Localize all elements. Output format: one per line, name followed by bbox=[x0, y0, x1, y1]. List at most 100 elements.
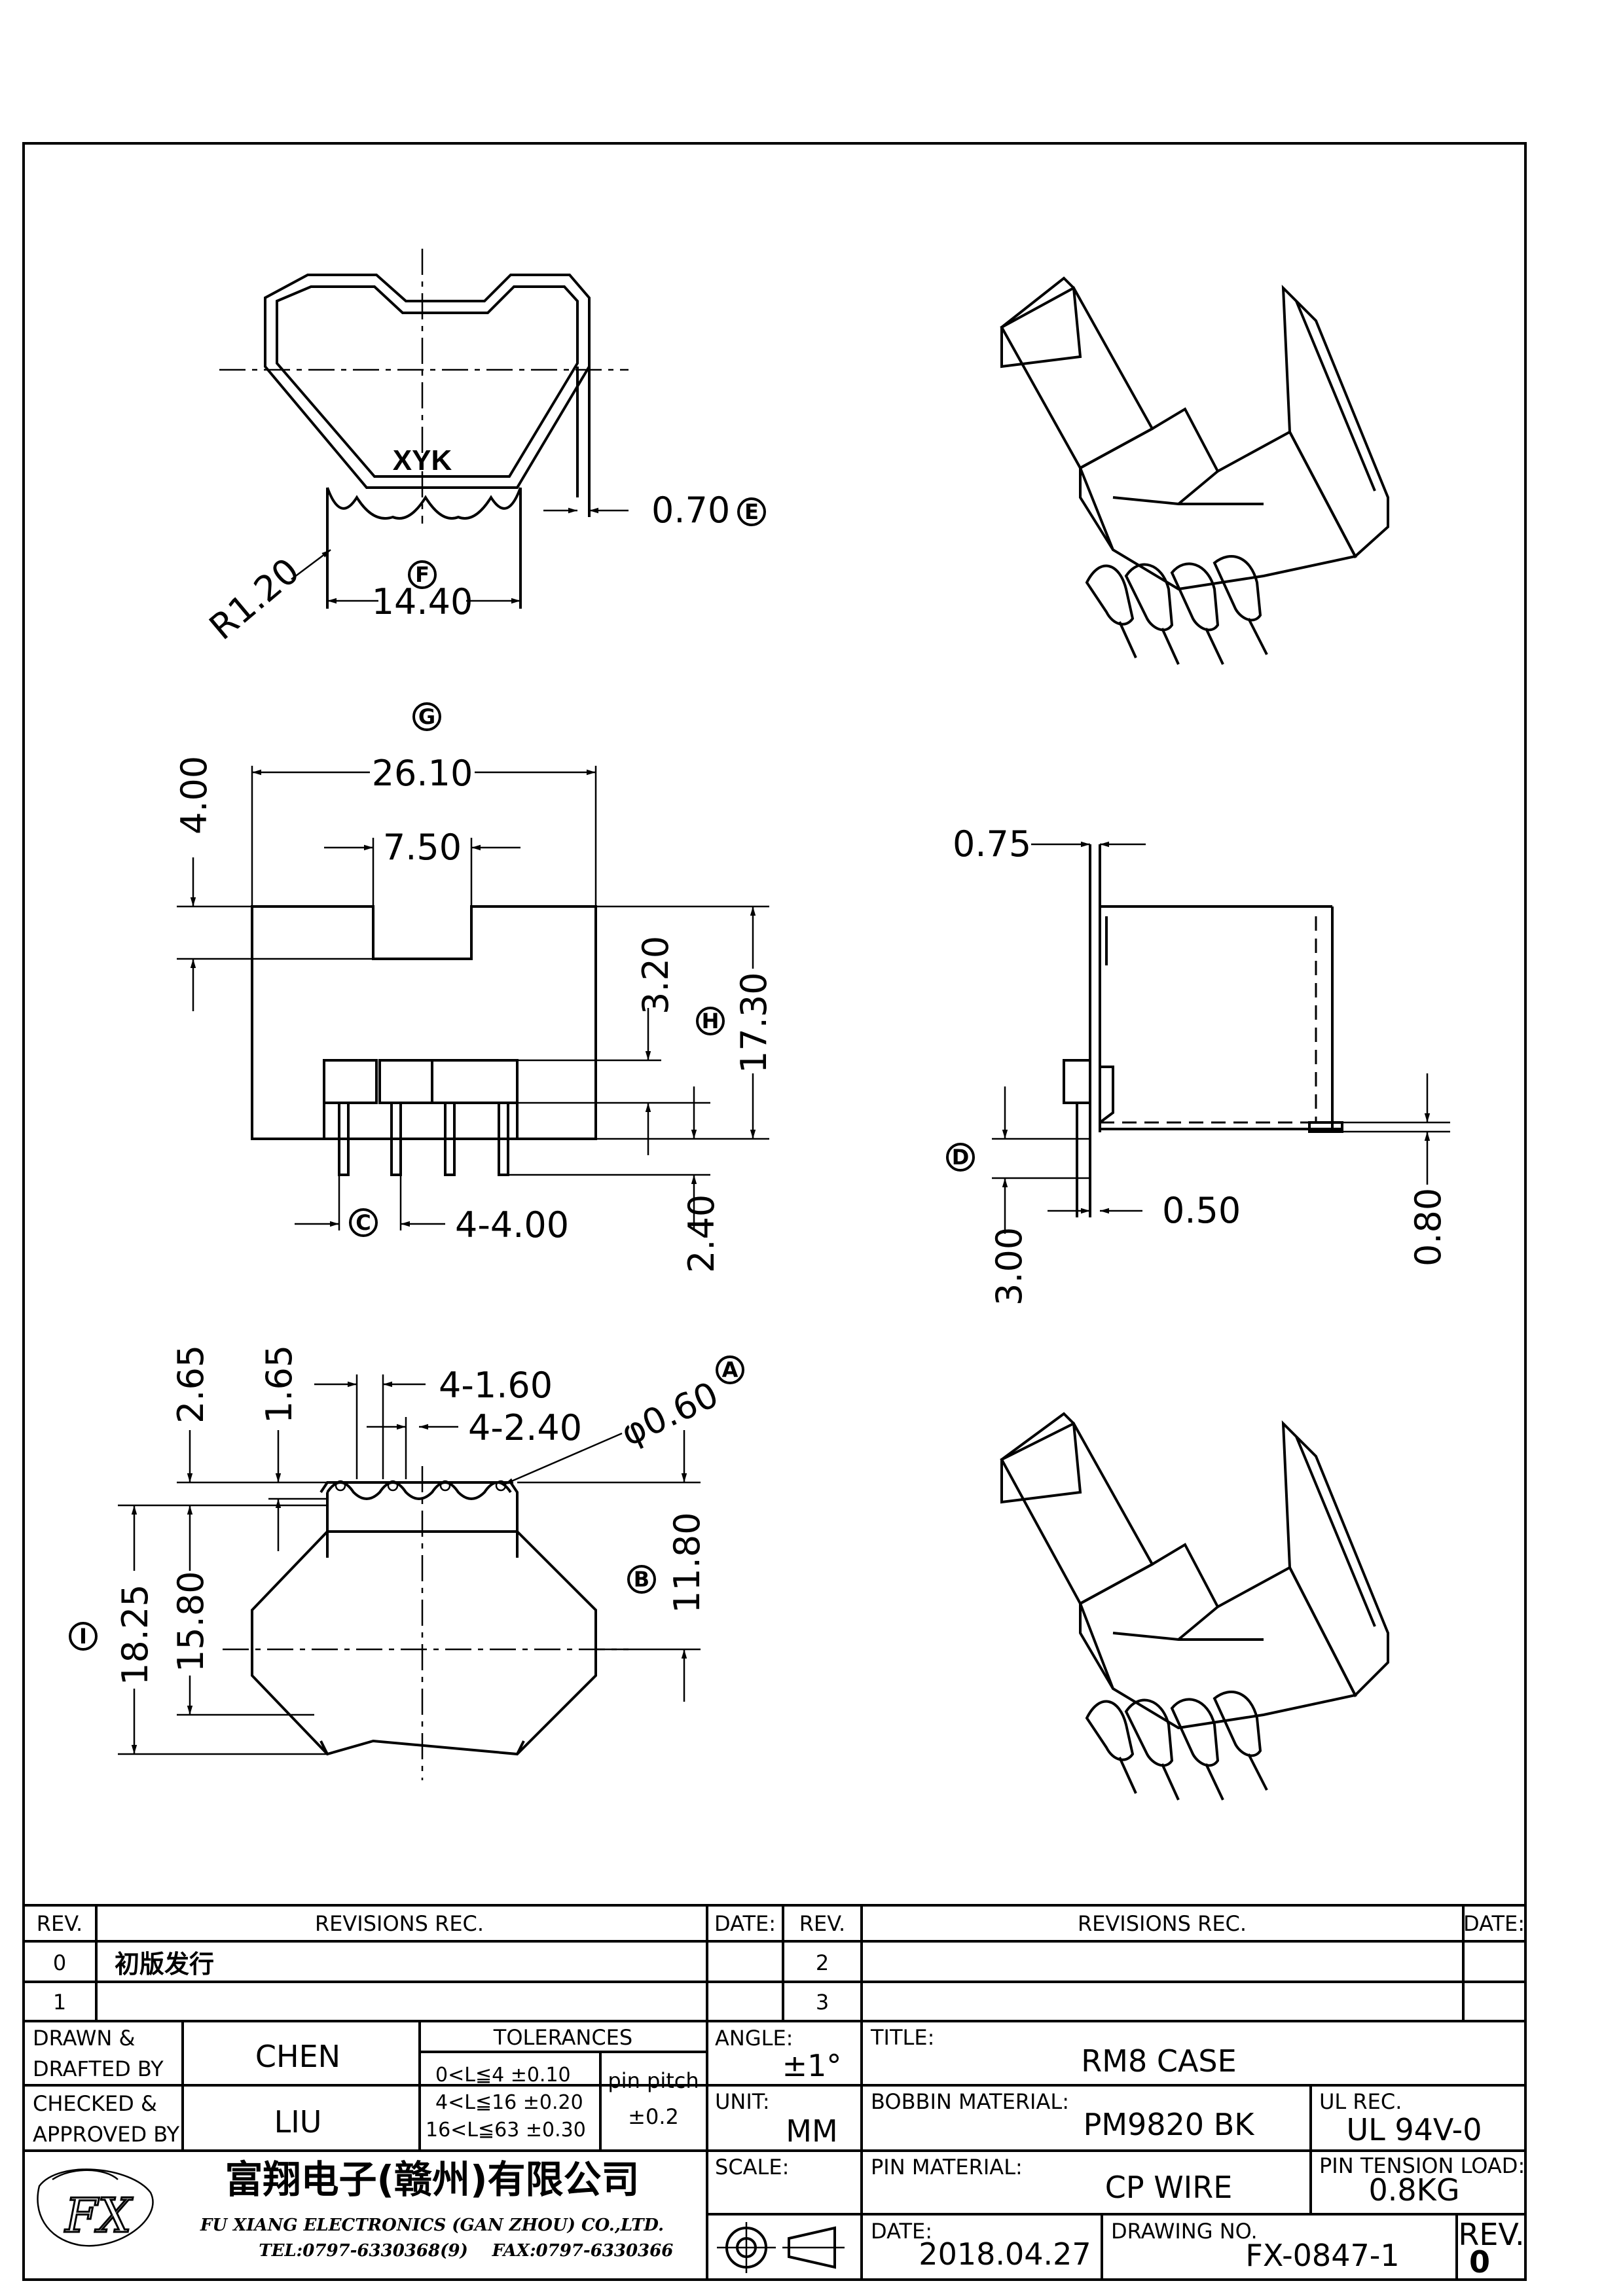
rev-2: 2 bbox=[816, 1950, 829, 1975]
ref-e: E bbox=[744, 499, 759, 524]
dim-thickness: 0.70 bbox=[651, 490, 730, 531]
drawing-no-value: FX-0847-1 bbox=[1245, 2238, 1399, 2273]
projection-symbol-icon bbox=[717, 2222, 845, 2273]
angle-label: ANGLE: bbox=[715, 2026, 793, 2051]
unit-value: MM bbox=[786, 2113, 837, 2149]
ul-label: UL REC. bbox=[1319, 2089, 1402, 2114]
ref-circle-c bbox=[349, 1208, 378, 1237]
pin-pitch-value: ±0.2 bbox=[628, 2104, 679, 2129]
pin-pitch-label: pin pitch bbox=[608, 2068, 699, 2093]
ref-circle-b bbox=[627, 1565, 656, 1594]
company-fax: FAX:0797-6330366 bbox=[492, 2241, 674, 2261]
rev-value: 0 bbox=[1469, 2244, 1490, 2280]
angle-value: ±1° bbox=[782, 2048, 842, 2083]
pin-material-value: CP WIRE bbox=[1105, 2170, 1233, 2205]
company-logo: FX bbox=[37, 2168, 154, 2247]
ref-circle-f bbox=[408, 560, 437, 589]
ref-circle-d bbox=[946, 1143, 975, 1172]
tol-1: 0<L≦4 ±0.10 bbox=[435, 2064, 571, 2087]
checked-value: LIU bbox=[274, 2104, 322, 2140]
tol-3: 16<L≦63 ±0.30 bbox=[426, 2119, 586, 2142]
drawn-label-2: DRAFTED BY bbox=[33, 2056, 164, 2081]
revisions-header: REVISIONS REC. bbox=[315, 1911, 484, 1936]
pin-material-label: PIN MATERIAL: bbox=[871, 2155, 1023, 2179]
date-header-right: DATE: bbox=[1463, 1911, 1525, 1936]
date-label: DATE: bbox=[871, 2219, 932, 2244]
title-value: RM8 CASE bbox=[1081, 2043, 1236, 2079]
dim-hole: φ0.60 bbox=[615, 1374, 725, 1454]
ref-h: H bbox=[702, 1009, 720, 1033]
drawing-no-label: DRAWING NO. bbox=[1111, 2219, 1258, 2244]
bobbin-label: BOBBIN MATERIAL: bbox=[871, 2089, 1069, 2114]
dim-pin-offset: 3.00 bbox=[989, 1227, 1030, 1306]
ref-d: D bbox=[952, 1145, 970, 1170]
svg-text:FX: FX bbox=[64, 2188, 133, 2243]
dim-pin-pitch: 4-4.00 bbox=[455, 1204, 569, 1246]
checked-label-2: APPROVED BY bbox=[33, 2122, 179, 2147]
ref-circle-i bbox=[69, 1622, 98, 1651]
rev-1: 1 bbox=[53, 1990, 66, 2015]
rev-header-right: REV. bbox=[799, 1911, 845, 1936]
rev-3: 3 bbox=[816, 1990, 829, 2015]
title-block: REV. REVISIONS REC. DATE: REV. REVISIONS… bbox=[24, 1904, 1525, 2280]
side-view: 0.75 3.00 D 0.50 0.80 bbox=[946, 823, 1450, 1306]
iso-view-top bbox=[1000, 276, 1389, 665]
pin-tension-value: 0.8KG bbox=[1369, 2172, 1460, 2208]
checked-label-1: CHECKED & bbox=[33, 2091, 157, 2116]
dim-pin-zone: 3.20 bbox=[635, 936, 676, 1014]
dim-1180: 11.80 bbox=[666, 1512, 708, 1613]
rev-0: 0 bbox=[53, 1950, 66, 1975]
ref-a: A bbox=[722, 1357, 739, 1382]
ref-circle-g bbox=[412, 702, 441, 731]
sheet-border bbox=[22, 142, 1527, 2281]
date-value: 2018.04.27 bbox=[919, 2236, 1091, 2272]
dim-overall-width: 26.10 bbox=[372, 753, 473, 794]
ref-circle-h bbox=[696, 1007, 725, 1035]
ref-f: F bbox=[415, 562, 429, 587]
dim-slot-width: 7.50 bbox=[383, 827, 462, 868]
front-view: 26.10 G 7.50 4.00 17.30 H 3.20 2.40 bbox=[173, 702, 775, 1273]
ref-circle-a bbox=[716, 1355, 744, 1384]
dim-foot: 0.80 bbox=[1408, 1188, 1449, 1266]
rev-0-text: 初版发行 bbox=[115, 1950, 214, 1979]
dim-wire: 0.50 bbox=[1162, 1190, 1241, 1231]
dim-265: 2.65 bbox=[170, 1345, 211, 1424]
ul-value: UL 94V-0 bbox=[1346, 2112, 1482, 2147]
date-header-left: DATE: bbox=[714, 1911, 776, 1936]
revisions-header-right: REVISIONS REC. bbox=[1078, 1911, 1247, 1936]
ref-c: C bbox=[356, 1210, 371, 1235]
top-view: XYK 14.40 0.70 E F R1.20 bbox=[202, 249, 766, 648]
drawn-label-1: DRAWN & bbox=[33, 2026, 135, 2051]
dim-wall: 0.75 bbox=[953, 823, 1031, 865]
dim-1825: 18.25 bbox=[115, 1584, 156, 1685]
ref-i: I bbox=[79, 1624, 87, 1649]
dim-slot-b: 4-2.40 bbox=[468, 1407, 582, 1448]
dim-radius: R1.20 bbox=[202, 550, 307, 648]
unit-label: UNIT: bbox=[715, 2089, 770, 2114]
iso-view-bottom bbox=[1000, 1412, 1389, 1801]
dim-slot-a: 4-1.60 bbox=[439, 1365, 553, 1406]
dim-pin-length: 2.40 bbox=[681, 1194, 722, 1273]
bottom-view: 2.65 1.65 4-1.60 4-2.40 φ0.60 A 11.80 B bbox=[69, 1345, 744, 1780]
company-en: FU XIANG ELECTRONICS (GAN ZHOU) CO.,LTD. bbox=[200, 2215, 664, 2235]
rev-label-box: REV. bbox=[1458, 2217, 1524, 2252]
company-cn: 富翔电子(赣州)有限公司 bbox=[225, 2157, 639, 2202]
dim-1580: 15.80 bbox=[170, 1571, 211, 1672]
tol-2: 4<L≦16 ±0.20 bbox=[435, 2091, 583, 2114]
ref-g: G bbox=[418, 704, 435, 729]
drawn-value: CHEN bbox=[255, 2039, 340, 2074]
ref-circle-e bbox=[737, 497, 766, 526]
ref-b: B bbox=[634, 1567, 649, 1592]
company-tel: TEL:0797-6330368(9) bbox=[259, 2241, 468, 2261]
dim-slot-depth: 4.00 bbox=[173, 756, 215, 834]
rev-header: REV. bbox=[37, 1911, 82, 1936]
title-label: TITLE: bbox=[870, 2025, 934, 2050]
pin-tension-label: PIN TENSION LOAD: bbox=[1319, 2153, 1525, 2178]
dim-height: 17.30 bbox=[733, 972, 775, 1073]
dim-165: 1.65 bbox=[259, 1345, 300, 1424]
tolerances-label: TOLERANCES bbox=[493, 2025, 632, 2050]
scale-label: SCALE: bbox=[715, 2155, 789, 2179]
part-mark: XYK bbox=[393, 444, 452, 476]
bobbin-value: PM9820 BK bbox=[1084, 2107, 1256, 2142]
